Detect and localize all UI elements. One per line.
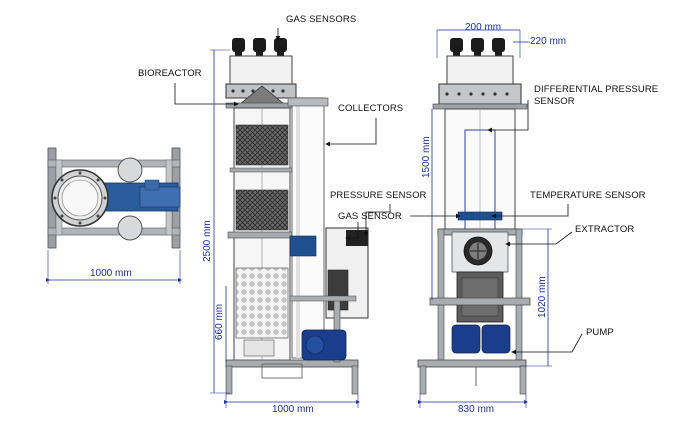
differential-pressure-sensor-label-line2: SENSOR xyxy=(534,96,575,107)
side-view xyxy=(210,38,369,408)
differential-pressure-sensor-label-line1: DIFFERENTIAL PRESSURE xyxy=(534,84,659,95)
temperature-sensor-label: TEMPERATURE SENSOR xyxy=(530,190,646,201)
gas-sensor-label: GAS SENSOR xyxy=(338,211,402,222)
front-view-head-width-dimension: 220 mm xyxy=(530,36,567,47)
front-view-width-dimension: 830 mm xyxy=(458,404,495,415)
top-view xyxy=(46,147,182,284)
side-view-lower-height-dimension: 660 mm xyxy=(214,303,225,340)
gas-sensors-label: GAS SENSORS xyxy=(286,14,357,25)
pump-label: PUMP xyxy=(586,327,614,338)
front-view xyxy=(417,29,552,408)
front-view-top-width-dimension: 200 mm xyxy=(465,22,502,33)
leader-lines xyxy=(174,28,583,355)
bioreactor-label: BIOREACTOR xyxy=(138,68,202,79)
side-view-height-dimension: 2500 mm xyxy=(202,220,213,262)
front-view-frame-height-dimension: 1020 mm xyxy=(537,276,548,318)
collectors-label: COLLECTORS xyxy=(338,103,404,114)
front-view-column-height-dimension: 1500 mm xyxy=(421,136,432,178)
side-view-width-dimension: 1000 mm xyxy=(272,404,314,415)
top-view-width-dimension: 1000 mm xyxy=(90,268,132,279)
pressure-sensor-label: PRESSURE SENSOR xyxy=(330,190,427,201)
extractor-label: EXTRACTOR xyxy=(575,224,635,235)
